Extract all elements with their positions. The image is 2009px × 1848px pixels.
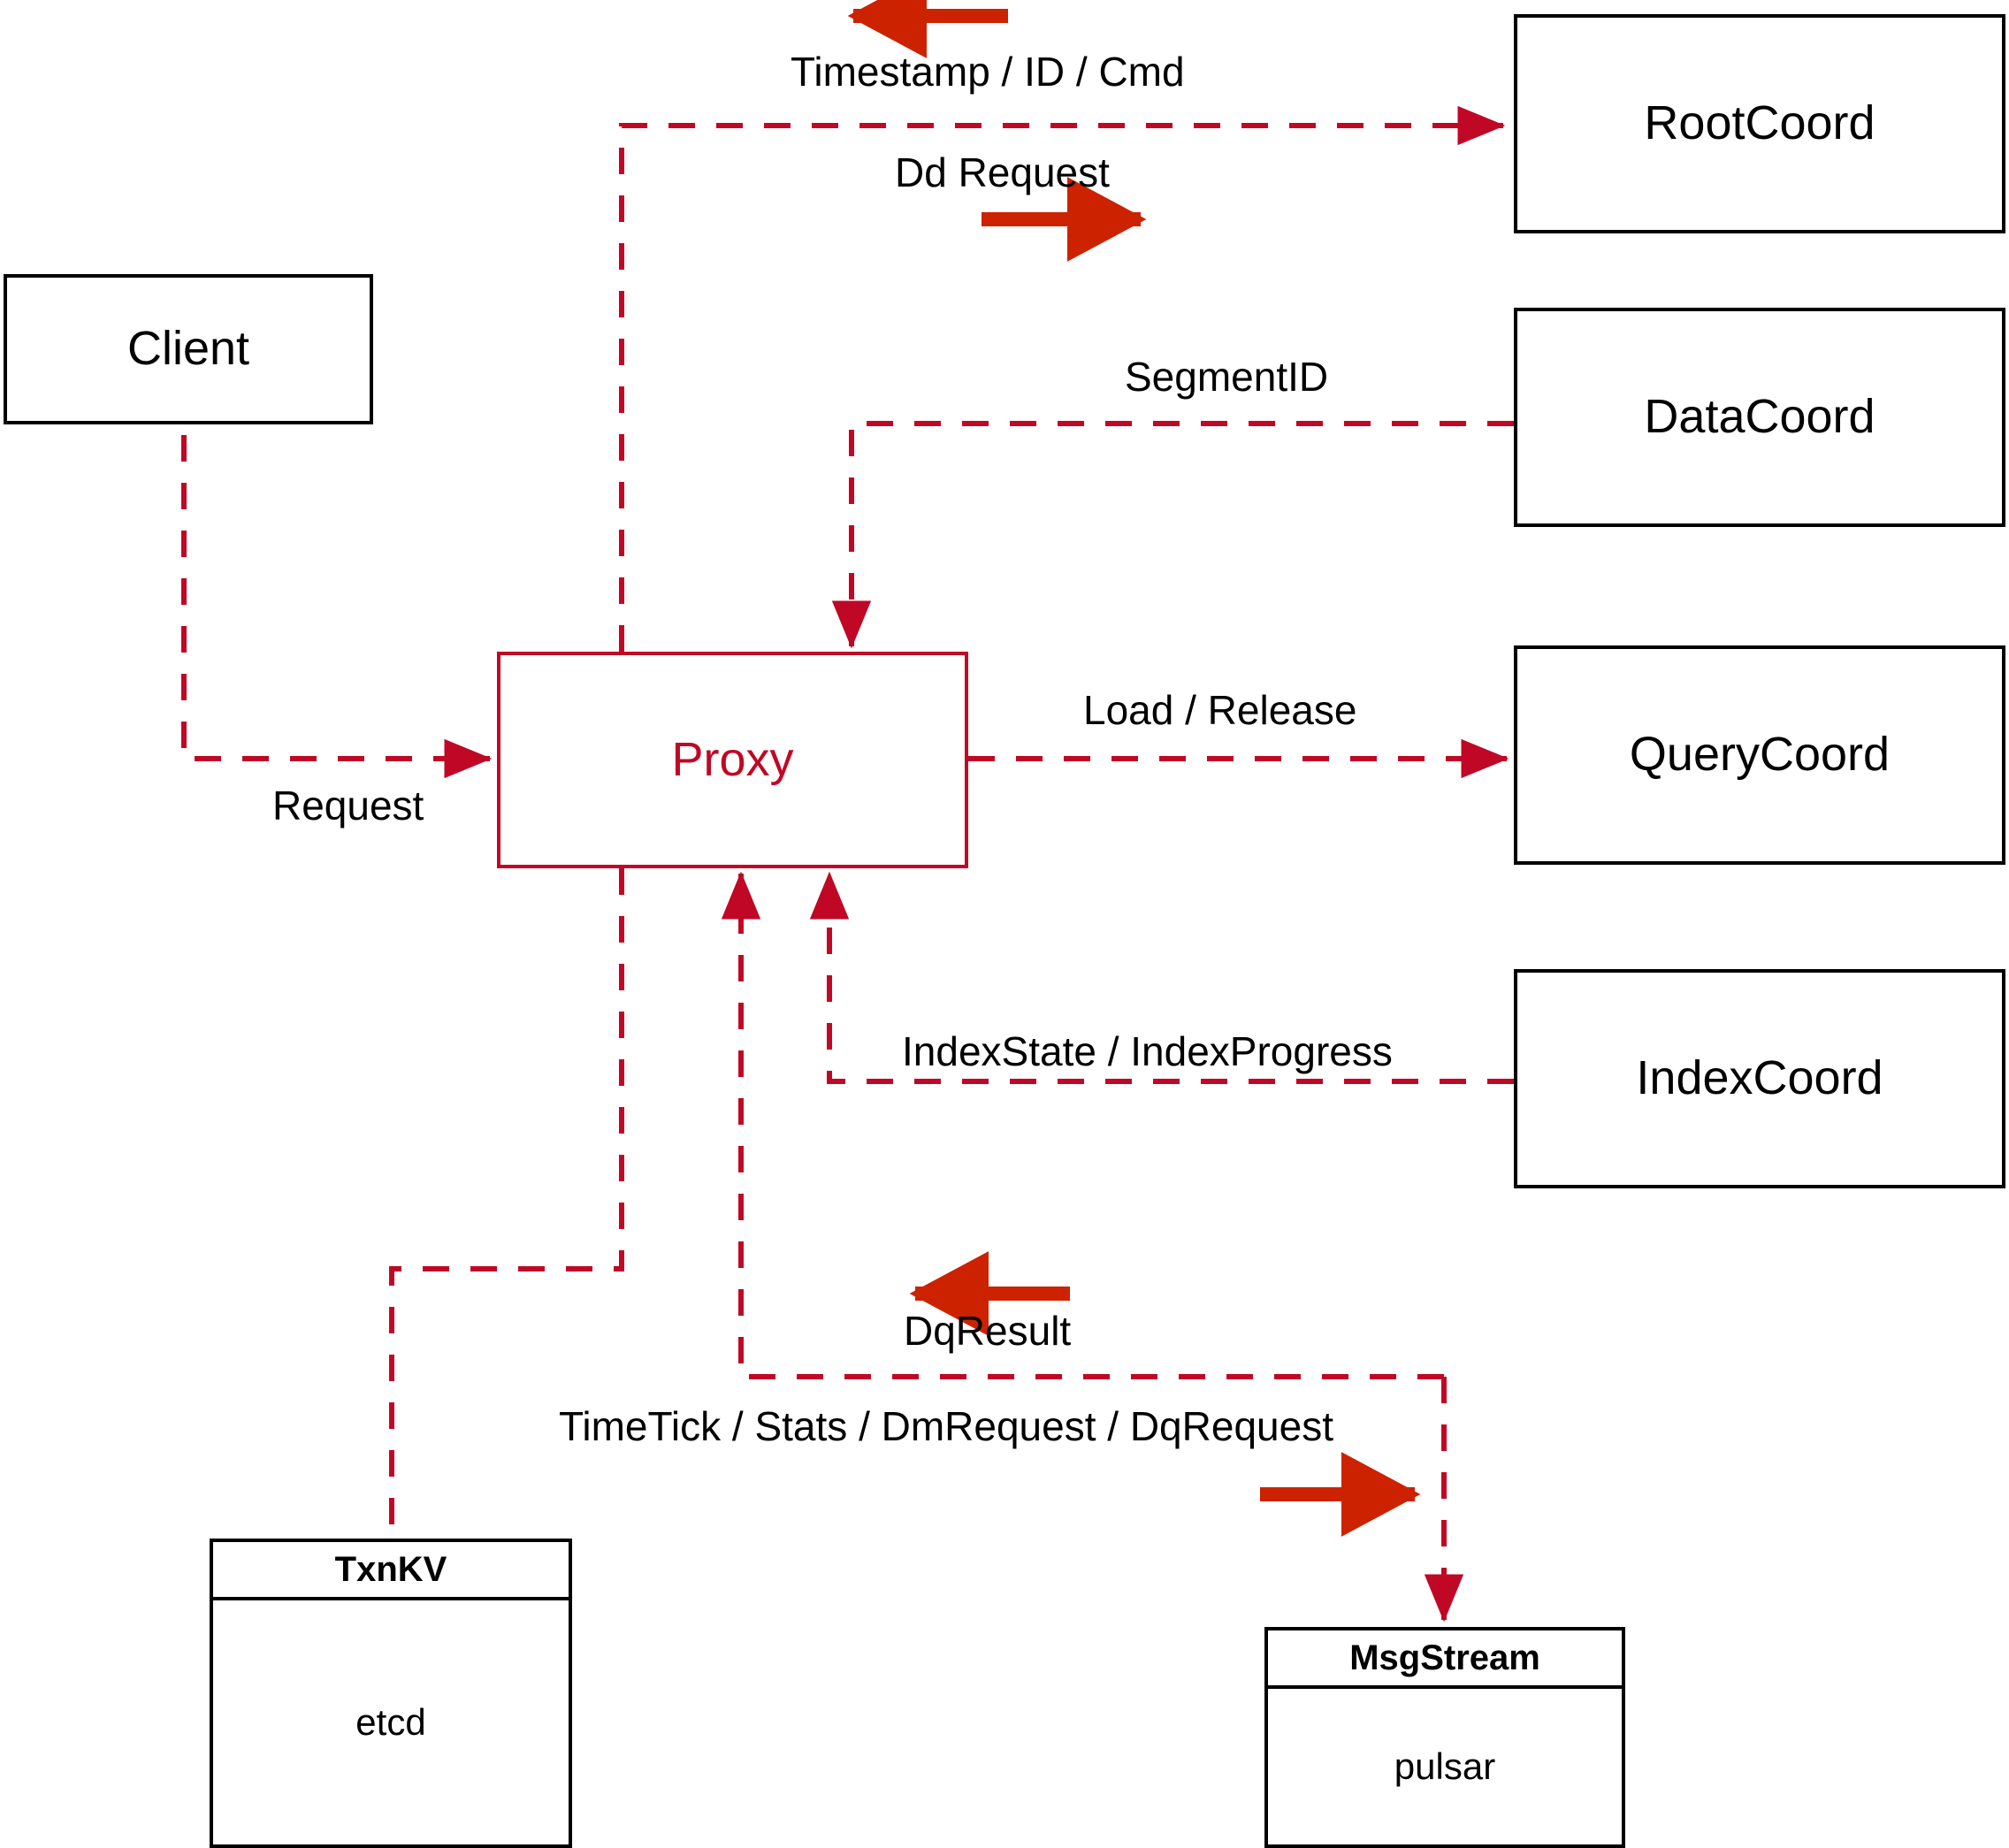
store-msgstream[interactable]: MsgStream pulsar (1264, 1627, 1625, 1848)
store-txnkv-title: TxnKV (213, 1542, 569, 1600)
edge-client-proxy (181, 435, 493, 779)
node-client-label: Client (126, 322, 250, 376)
edge-label-segment-id: SegmentID (1125, 354, 1329, 400)
edge-label-dd-request: Dd Request (895, 149, 1110, 195)
edge-label-timetick-stats: TimeTick / Stats / DmRequest / DqRequest (559, 1403, 1333, 1449)
edge-label-index-state-progress: IndexState / IndexProgress (902, 1028, 1393, 1074)
store-txnkv[interactable]: TxnKV etcd (210, 1539, 572, 1848)
store-txnkv-body: etcd (355, 1701, 426, 1743)
store-msgstream-body: pulsar (1394, 1745, 1496, 1787)
node-proxy-label: Proxy (671, 732, 794, 786)
edge-proxy-rootcoord (619, 105, 1506, 652)
node-datacoord[interactable]: DataCoord (1514, 308, 2005, 527)
edge-label-timestamp-id-cmd: Timestamp / ID / Cmd (791, 49, 1185, 95)
node-proxy[interactable]: Proxy (497, 652, 968, 868)
store-msgstream-title: MsgStream (1268, 1630, 1622, 1689)
node-indexcoord[interactable]: IndexCoord (1514, 969, 2005, 1188)
node-datacoord-label: DataCoord (1644, 390, 1875, 444)
node-rootcoord-label: RootCoord (1644, 96, 1875, 150)
edge-label-dq-result: DqResult (904, 1308, 1072, 1354)
node-querycoord-label: QueryCoord (1629, 728, 1891, 782)
node-rootcoord[interactable]: RootCoord (1514, 14, 2005, 233)
edge-label-request: Request (272, 783, 424, 829)
edge-label-load-release: Load / Release (1083, 687, 1357, 733)
edge-msgstream-proxy (721, 871, 1444, 1379)
node-client[interactable]: Client (4, 274, 373, 424)
node-querycoord[interactable]: QueryCoord (1514, 645, 2005, 865)
edge-datacoord-proxy (831, 421, 1514, 649)
node-indexcoord-label: IndexCoord (1636, 1051, 1883, 1105)
